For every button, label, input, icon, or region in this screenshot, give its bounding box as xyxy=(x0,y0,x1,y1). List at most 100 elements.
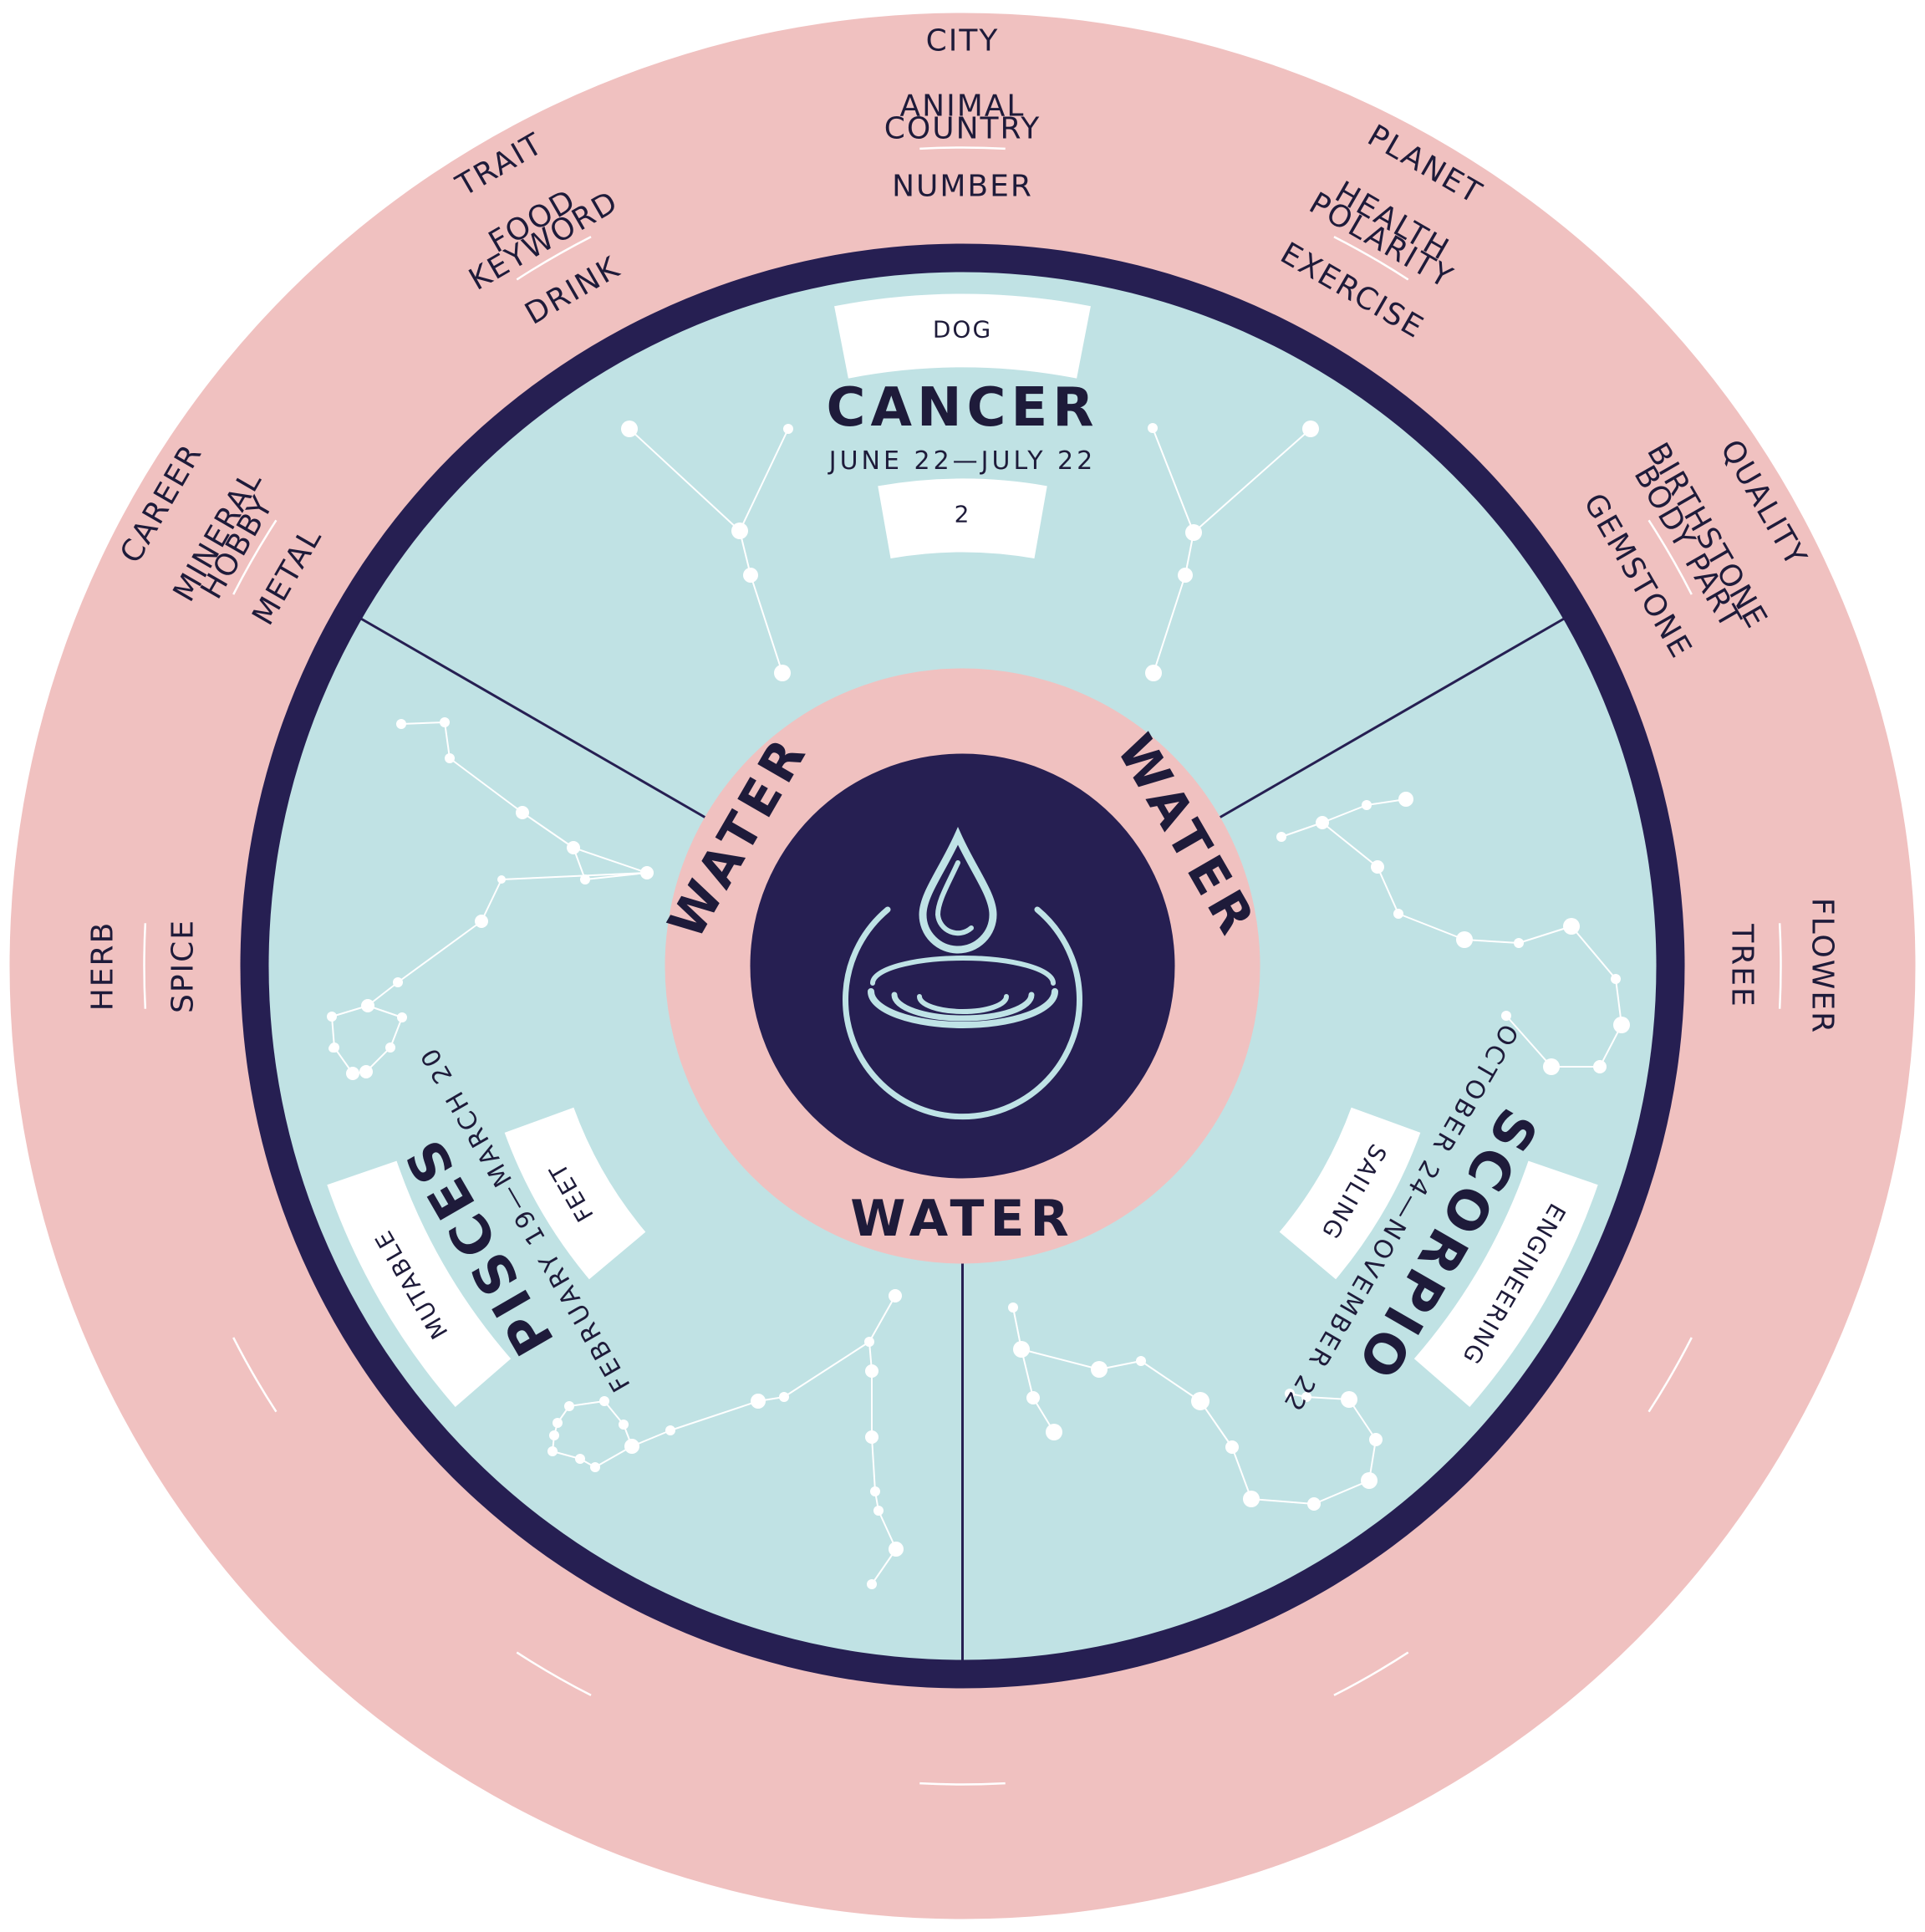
category-label-inner: COUNTRY xyxy=(884,112,1041,146)
constellation-star xyxy=(1593,1060,1607,1073)
constellation-star xyxy=(1008,1302,1018,1313)
constellation-star xyxy=(640,866,654,879)
constellation-line xyxy=(444,721,451,759)
constellation-star xyxy=(497,875,506,884)
constellation-star xyxy=(575,1454,585,1464)
constellation-star xyxy=(328,1044,337,1053)
constellation-line xyxy=(1398,913,1465,941)
constellation xyxy=(621,421,793,681)
constellation-star xyxy=(889,1542,904,1557)
constellation-line xyxy=(603,1400,624,1425)
constellation-line xyxy=(501,872,648,880)
constellation xyxy=(547,1289,904,1589)
constellation-star xyxy=(864,1337,874,1347)
sign-outer-value: DOG xyxy=(933,316,992,344)
category-pair-divider xyxy=(232,1337,278,1413)
constellation-line xyxy=(1231,1446,1252,1500)
constellation-star xyxy=(361,999,374,1012)
constellation-star xyxy=(1046,1424,1062,1440)
constellation-star xyxy=(1302,421,1319,437)
constellation-line xyxy=(449,757,523,813)
constellation-star xyxy=(865,1430,878,1444)
constellation-star xyxy=(547,1446,558,1456)
sector-divider xyxy=(1208,615,1568,825)
constellation-line xyxy=(573,847,648,874)
constellation xyxy=(1145,421,1319,681)
constellation-star xyxy=(590,1462,600,1472)
constellation-star xyxy=(621,421,638,437)
constellation-star xyxy=(553,1418,563,1428)
constellation-line xyxy=(390,1017,403,1048)
constellation-line xyxy=(1313,1480,1370,1505)
constellation-star xyxy=(1301,1392,1311,1402)
constellation-star xyxy=(1136,1356,1146,1366)
category-pair-divider xyxy=(1333,236,1409,281)
constellation-line xyxy=(481,879,502,922)
constellation-star xyxy=(1316,816,1329,829)
banner-inner_value xyxy=(1279,1107,1421,1280)
banner-inner_value xyxy=(504,1107,646,1280)
water-drop-ripple-icon xyxy=(843,827,1082,1120)
constellation-line xyxy=(1199,1400,1233,1448)
constellation-line xyxy=(670,1400,759,1431)
banner-outer_value xyxy=(327,1160,512,1407)
constellation-star xyxy=(327,1012,337,1022)
constellation-star xyxy=(1013,1341,1030,1358)
category-pair-divider xyxy=(232,519,278,595)
category-label-inner: TREE xyxy=(1725,923,1759,1008)
constellation-star xyxy=(1514,938,1524,948)
category-label-inner: SPICE xyxy=(166,919,201,1013)
constellation-line xyxy=(522,812,574,849)
constellation-star xyxy=(1362,800,1372,810)
constellations xyxy=(327,421,1630,1589)
constellation-star xyxy=(359,1065,373,1078)
constellation-line xyxy=(1140,1360,1201,1402)
constellation-line xyxy=(397,920,482,983)
constellation-line xyxy=(1281,822,1323,838)
element-label: WATER xyxy=(850,1190,1074,1248)
constellation-star xyxy=(1611,974,1621,984)
constellation-line xyxy=(1250,1498,1315,1505)
constellation xyxy=(327,717,654,1080)
category-pair-divider xyxy=(516,236,592,281)
constellation-star xyxy=(1543,1058,1560,1075)
category-pair-divider xyxy=(1333,1651,1409,1696)
constellation-line xyxy=(1193,428,1311,533)
sign-inner-value: 2 xyxy=(955,501,971,528)
constellation-star xyxy=(774,665,791,681)
sign-name: CANCER xyxy=(826,377,1098,439)
constellation-star xyxy=(779,1392,789,1402)
sign-dates: JUNE 22—JULY 22 xyxy=(828,446,1096,476)
constellation-star xyxy=(1285,1389,1295,1399)
category-pair-divider xyxy=(919,1782,1006,1786)
constellation-star xyxy=(1091,1361,1108,1378)
constellation-star xyxy=(665,1425,675,1435)
sector-dividers xyxy=(357,615,1568,1664)
constellation-line xyxy=(1322,822,1378,868)
constellation-star xyxy=(743,568,758,583)
constellation-star xyxy=(1613,1017,1630,1033)
constellation-star xyxy=(1398,792,1413,807)
category-pair-divider xyxy=(1647,519,1693,595)
category-label-outer: HERB xyxy=(86,921,120,1012)
constellation-star xyxy=(783,424,793,434)
constellation-line xyxy=(1322,804,1367,823)
constellation-line xyxy=(568,1400,605,1407)
constellation-star xyxy=(731,523,748,539)
constellation-star xyxy=(889,1289,902,1302)
constellation-line xyxy=(1152,427,1194,533)
constellation-star xyxy=(567,841,580,854)
constellation-star xyxy=(1148,423,1158,433)
constellation-line xyxy=(1518,925,1572,944)
constellation-line xyxy=(629,428,741,532)
constellation-star xyxy=(1393,909,1403,919)
constellation-line xyxy=(400,721,446,725)
constellation-star xyxy=(516,806,529,819)
banner-outer_value xyxy=(834,293,1091,379)
constellation-line xyxy=(1021,1348,1100,1370)
constellation-star xyxy=(870,1486,880,1496)
sector-divider xyxy=(357,615,717,825)
constellation-line xyxy=(1505,1015,1552,1068)
constellation-star xyxy=(751,1394,766,1409)
